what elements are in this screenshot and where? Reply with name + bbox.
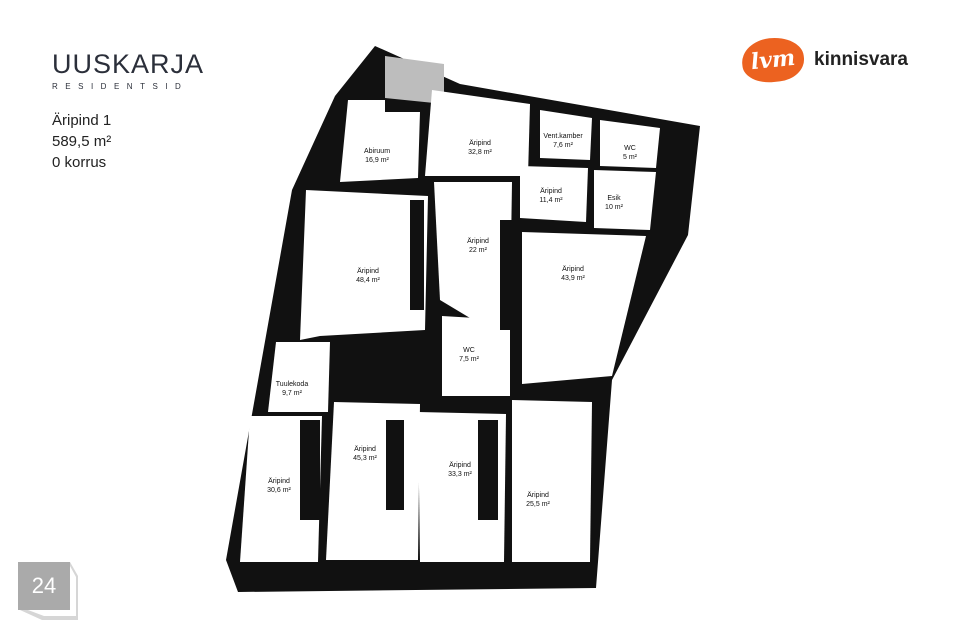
room-wc-7-5: [442, 316, 510, 396]
room-aripind-11-4: [520, 166, 588, 222]
room-abiruum: [340, 100, 420, 182]
unit-info: Äripind 1 589,5 m² 0 korrus: [52, 110, 111, 173]
unit-area: 589,5 m²: [52, 133, 112, 150]
room-aripind-48-4: [300, 190, 428, 340]
page-number: 24: [31, 573, 57, 598]
lvm-logo: lvm kinnisvara: [739, 34, 908, 86]
uuskarja-logo: UUSKARJA RESIDENTSID: [52, 50, 204, 91]
room-aripind-32-8: [425, 90, 530, 176]
unit-title: Äripind 1: [52, 112, 112, 129]
room-tuulekoda: [268, 342, 330, 412]
room-ventkamber: [540, 110, 592, 160]
room-aripind-43-9: [522, 232, 646, 384]
logo-wordmark: UUSKARJA: [52, 49, 205, 79]
logo-subtitle: RESIDENTSID: [52, 82, 189, 91]
room-aripind-25-5: [512, 400, 592, 562]
stair-area: [385, 56, 444, 104]
page-cube-icon: [18, 562, 78, 620]
lvm-wordmark: kinnisvara: [814, 49, 908, 70]
room-esik: [594, 170, 656, 230]
room-aripind-45-3: [326, 402, 420, 560]
page-number-badge: 24: [18, 562, 78, 620]
room-wc-5: [600, 120, 660, 168]
unit-floor: 0 korrus: [52, 154, 107, 171]
room-aripind-22: [434, 182, 512, 330]
